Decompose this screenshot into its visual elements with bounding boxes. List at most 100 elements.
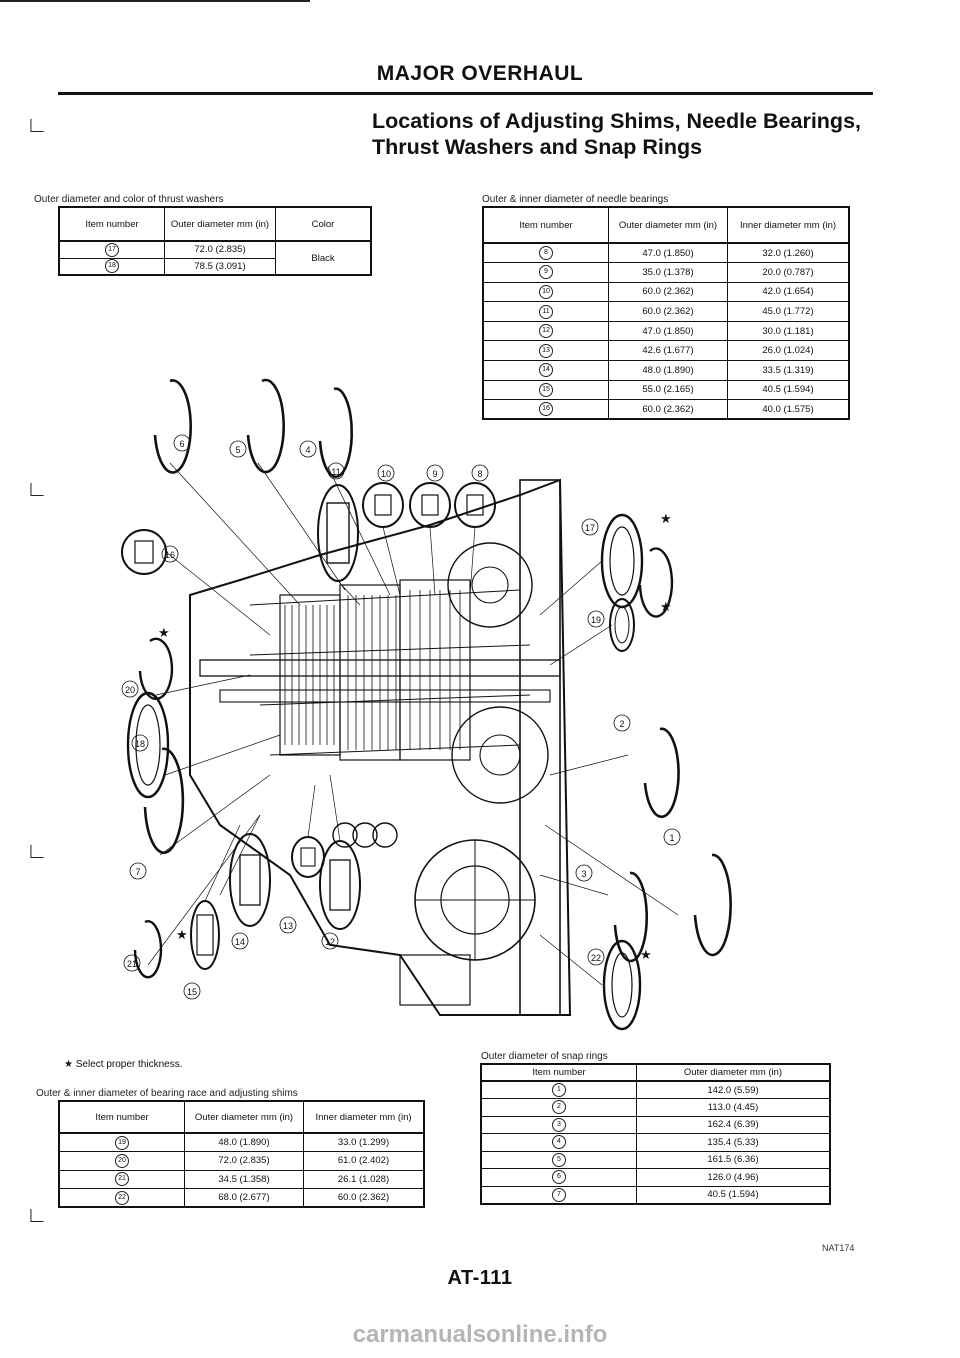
item-callout-ring [279,916,297,934]
item-callout-label: 22 [591,953,601,963]
outer-diameter: 34.5 (1.358) [184,1169,304,1189]
item-callout-ring [426,464,444,482]
washer-color: Black [275,240,372,276]
item-callout-label: 18 [135,739,145,749]
outer-diameter: 60.0 (2.362) [608,281,728,303]
column-header: Inner diameter mm (in) [727,206,850,244]
item-number: 22 [115,1190,129,1205]
item-callout-ring [327,462,345,480]
outer-diameter: 135.4 (5.33) [636,1133,831,1152]
outer-diameter: 68.0 (2.677) [184,1188,304,1208]
item-number: 7 [552,1187,566,1202]
item-callout-label: 2 [619,719,624,729]
inner-diameter: 33.0 (1.299) [303,1132,425,1152]
column-header: Item number [58,1100,185,1134]
table-row: 18 78.5 (3.091) [58,257,371,276]
item-number: 12 [539,324,553,339]
item-callout-ring [613,714,631,732]
outer-diameter: 126.0 (4.96) [636,1168,831,1187]
item-number: 3 [552,1117,566,1132]
item-number: 16 [539,402,553,417]
outer-diameter: 113.0 (4.45) [636,1098,831,1117]
figure-code: NAT174 [822,1243,855,1253]
item-callout-label: 9 [432,469,437,479]
column-header: Outer diameter mm (in) [636,1063,831,1082]
item-number: 21 [115,1172,129,1187]
item-callout-label: 4 [305,445,310,455]
thrust-washer-table: Item number Outer diameter mm (in) Color… [58,206,372,276]
snap-ring-caption: Outer diameter of snap rings [481,1051,608,1062]
item-callout-ring [231,932,249,950]
bearing-race-caption: Outer & inner diameter of bearing race a… [36,1088,298,1099]
item-number: 9 [539,265,553,280]
item-callout-ring [173,434,191,452]
outer-diameter: 161.5 (6.36) [636,1150,831,1169]
column-header: Inner diameter mm (in) [303,1100,425,1134]
item-number: 19 [115,1135,129,1150]
star-icon: ★ [660,599,672,614]
outer-diameter: 78.5 (3.091) [164,257,276,276]
column-header: Item number [480,1063,637,1082]
outer-diameter: 162.4 (6.39) [636,1115,831,1134]
outer-diameter: 35.0 (1.378) [608,262,728,283]
star-icon: ★ [660,511,672,526]
thrust-washer-caption: Outer diameter and color of thrust washe… [34,194,224,205]
item-callout-label: 15 [187,987,197,997]
item-callout-label: 1 [669,833,674,843]
section-title: MAJOR OVERHAUL [376,62,584,85]
table-row: 9 35.0 (1.378)20.0 (0.787) [482,262,850,283]
outer-diameter: 60.0 (2.362) [608,301,728,322]
item-callout-label: 20 [125,685,135,695]
table-row: 12 47.0 (1.850)30.0 (1.181) [482,320,850,342]
item-number: 17 [105,242,119,257]
inner-diameter: 60.0 (2.362) [303,1188,425,1208]
inner-diameter: 40.0 (1.575) [727,399,850,420]
outer-diameter: 47.0 (1.850) [608,242,728,264]
outer-diameter: 142.0 (5.59) [636,1080,831,1099]
star-icon: ★ [158,625,170,640]
item-number: 10 [539,284,553,299]
item-number: 6 [552,1170,566,1185]
inner-diameter: 32.0 (1.260) [727,242,850,264]
item-callout-label: 16 [165,550,175,560]
item-number: 20 [115,1153,129,1168]
item-callout-ring [587,610,605,628]
item-callout-label: 21 [127,959,137,969]
item-callout-label: 5 [235,445,240,455]
item-number: 1 [552,1083,566,1097]
binder-mark: ∟ [26,1202,48,1227]
table-row: 7 40.5 (1.594) [480,1185,831,1204]
inner-diameter: 20.0 (0.787) [727,262,850,283]
star-icon: ★ [640,947,652,962]
outer-diameter: 40.5 (1.594) [636,1185,831,1204]
item-callout-label: 3 [581,869,586,879]
outer-diameter: 47.0 (1.850) [608,320,728,342]
table-row: 17 72.0 (2.835) Black [58,240,372,276]
column-header: Color [275,206,372,242]
item-callout-label: 6 [179,439,184,449]
item-callout-ring [129,862,147,880]
item-callout-ring [229,440,247,458]
select-thickness-note: ★ Select proper thickness. [64,1059,182,1070]
inner-diameter: 45.0 (1.772) [727,301,850,322]
star-icon: ★ [64,1059,73,1070]
item-callout-label: 7 [135,867,140,877]
item-number: 13 [539,343,553,358]
needle-bearing-table: Item number Outer diameter mm (in) Inner… [482,206,850,421]
outer-diameter: 72.0 (2.835) [164,240,276,259]
item-number: 11 [539,304,553,319]
item-callout-label: 8 [477,469,482,479]
item-callout-ring [587,948,605,966]
table-row: 11 60.0 (2.362)45.0 (1.772) [482,301,850,322]
inner-diameter: 30.0 (1.181) [727,320,850,342]
item-callout-label: 12 [325,937,335,947]
